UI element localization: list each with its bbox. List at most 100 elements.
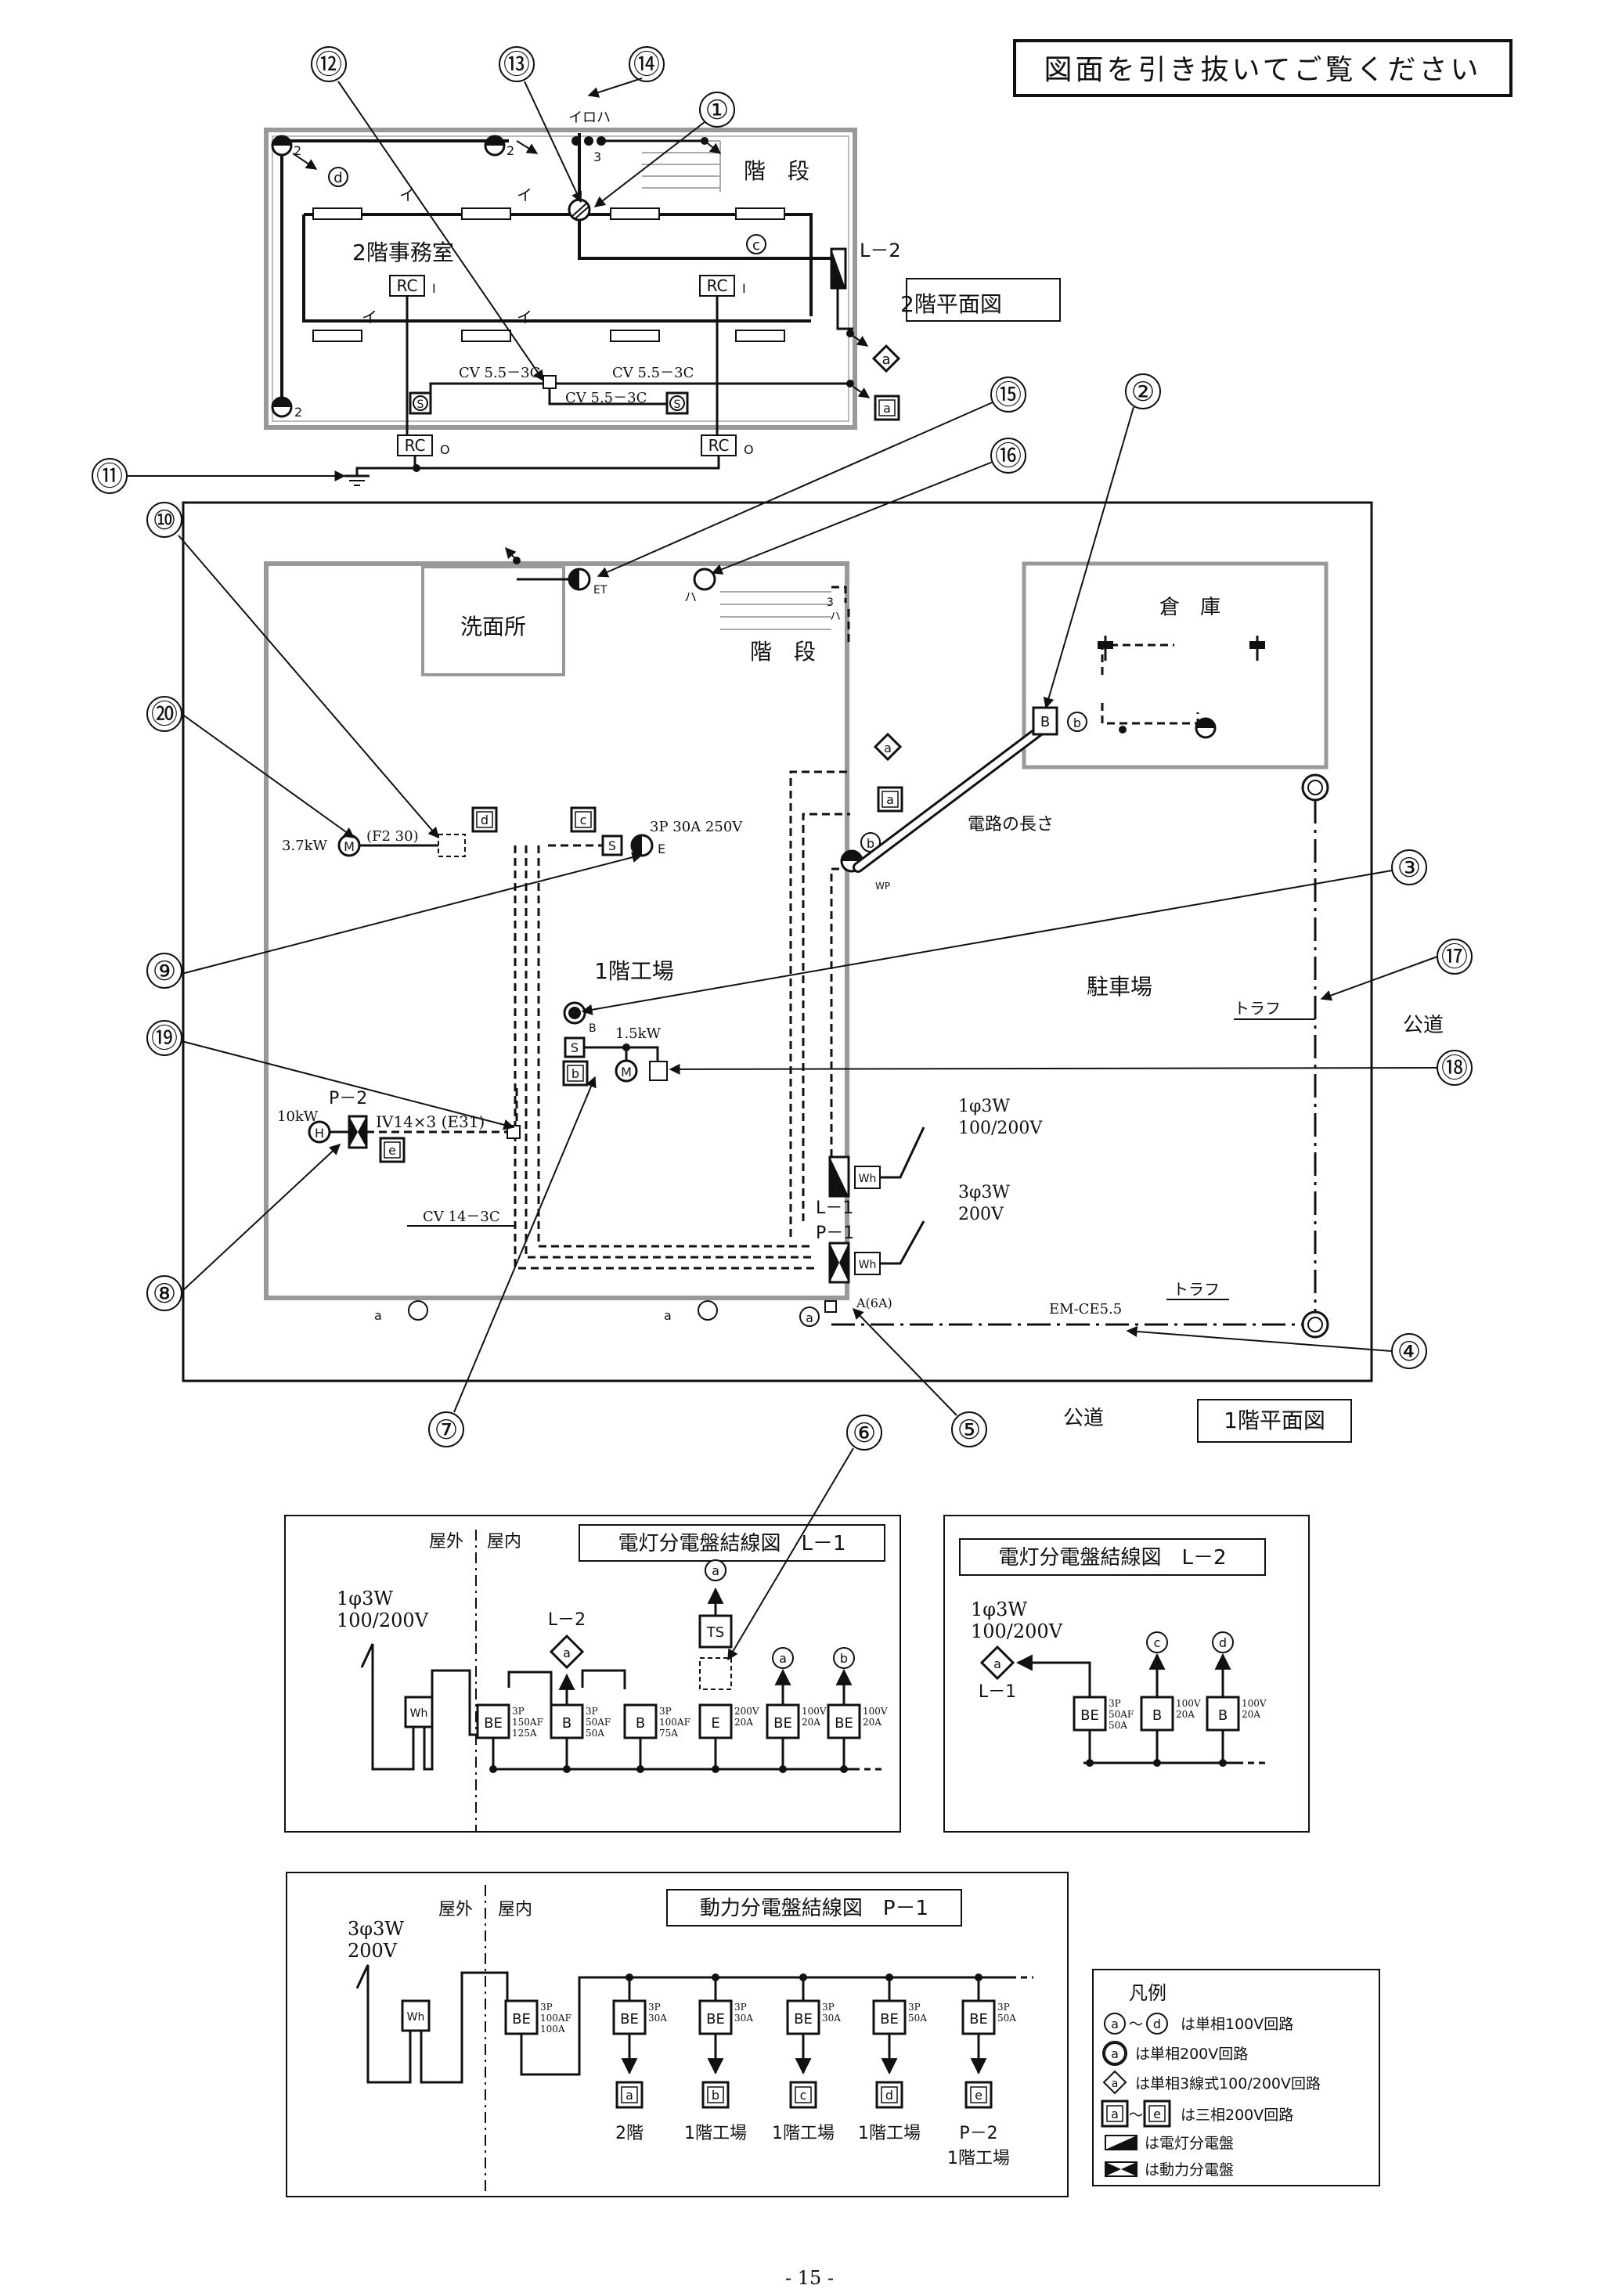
l1-out-b (833, 1647, 855, 1669)
l1-wh-text: Wh (410, 1707, 428, 1720)
l2-breaker-spec: 20A (1176, 1709, 1195, 1720)
box-a-floor2: a (883, 401, 891, 416)
callout-9 (146, 953, 182, 989)
wash-room (421, 565, 565, 676)
fluor-label-2: イ (517, 186, 532, 204)
factory-walls (264, 561, 849, 1300)
fluor-label-1: イ (399, 186, 415, 204)
leader-line (1320, 956, 1438, 1001)
rc-suffix-1: I (432, 281, 436, 296)
s-switch-2: S (674, 398, 681, 411)
legend-circle-a (1104, 2013, 1126, 2035)
circle-c: c (752, 237, 760, 254)
l1-supply: 1φ3W (337, 1588, 393, 1609)
p1-breaker-0 (612, 1999, 647, 2035)
box-b-1f: b (571, 1066, 579, 1081)
rc-label-3: RC (405, 436, 426, 455)
callout-text-15: ⑮ (995, 380, 1022, 411)
p1-breaker-type-4: BE (969, 2011, 988, 2027)
rc-suffix-4: O (744, 442, 754, 457)
site-boundary (182, 501, 1373, 1382)
l2-from-l1-label: L－1 (979, 1682, 1016, 1702)
supply-1v: 100/200V (958, 1119, 1043, 1138)
callout-text-16: ⑯ (995, 441, 1022, 472)
p1-out-b-text: b (712, 2088, 719, 2103)
callout-7 (428, 1411, 464, 1447)
l2-title: 電灯分電盤結線図 L－2 (998, 1546, 1226, 1570)
callout-text-3: ③ (1397, 852, 1421, 884)
p1-breaker-type-main: BE (512, 2011, 531, 2027)
cv-cable-1: CV 5.5－3C (459, 365, 540, 381)
f2-label: (F2 30) (366, 828, 419, 845)
l2-from-l1-diamond (979, 1645, 1015, 1681)
l1-out-a (772, 1647, 794, 1669)
capacitor-icon (649, 1061, 668, 1081)
callout-10 (146, 502, 182, 538)
p1-breaker-type-0: BE (620, 2011, 639, 2027)
panel-l2-label: L－2 (860, 240, 901, 261)
circle-b-1: b (867, 836, 874, 851)
l1-breaker-spec: 20A (863, 1717, 882, 1728)
leader-line (524, 81, 582, 204)
p1-out-a-text: a (626, 2088, 633, 2103)
legend-box-a-text: a (1111, 2107, 1119, 2121)
outlet-suffix-1: 2 (294, 143, 301, 158)
floor1-title: 1階平面図 (1224, 1408, 1325, 1433)
circle-a-1: a (374, 1308, 382, 1323)
circle-d: d (333, 170, 342, 186)
p1-breaker-type-1: BE (706, 2011, 725, 2027)
p1-outdoor: 屋外 (438, 1900, 473, 1919)
l2-breaker-spec: 20A (1242, 1709, 1260, 1720)
l1-breaker-spec: 100V (802, 1706, 827, 1717)
panel-p1-label: P－1 (816, 1224, 854, 1243)
rc-suffix-2: I (742, 281, 746, 296)
handhole (1301, 1310, 1329, 1339)
l1-breaker-3 (698, 1703, 733, 1739)
b-mark: B (589, 1022, 597, 1035)
heater-label: 10kW (277, 1108, 319, 1125)
motor-37-label: 3.7kW (282, 838, 328, 854)
p1-dest-2: 1階工場 (772, 2124, 835, 2143)
legend: 凡例 a～daaa～eは単相100V回路は単相200V回路は単相3線式100/2… (1092, 1969, 1380, 2186)
legend-diamond-text: a (1112, 2078, 1119, 2090)
cv-cable-label: CV 14－3C (423, 1209, 500, 1225)
p1-indoor: 屋内 (498, 1900, 532, 1919)
legend-dcircle-a (1104, 2042, 1126, 2064)
l1-out-a200-text: a (712, 1563, 719, 1578)
callout-text-14: ⑭ (633, 49, 660, 81)
outlet-suffix-2: 2 (507, 143, 514, 158)
callout-text-18: ⑱ (1441, 1053, 1468, 1084)
callout-16 (990, 438, 1026, 474)
callout-text-6: ⑥ (853, 1418, 876, 1449)
warehouse-walls (1022, 561, 1329, 770)
legend-circle-a-text: a (1111, 2017, 1119, 2031)
p1-dest-3: 1階工場 (858, 2124, 921, 2143)
fluor-label-4: イ (517, 308, 532, 326)
callout-text-5: ⑤ (957, 1415, 981, 1446)
p1-voltage: 200V (348, 1940, 398, 1962)
circuit-length-label: 電路の長さ (968, 815, 1054, 834)
p1-breaker-type-3: BE (880, 2011, 899, 2027)
p1-breaker-spec: 3P (908, 2002, 921, 2013)
l1-breaker-spec: 20A (802, 1717, 820, 1728)
legend-tilde: ～ (1129, 2017, 1143, 2033)
l1-outdoor: 屋外 (429, 1532, 463, 1552)
callout-text-10: ⑩ (153, 505, 176, 536)
l2-voltage: 100/200V (971, 1620, 1063, 1642)
circle-b-2: b (1073, 715, 1081, 730)
leader-line (593, 121, 705, 207)
panel-p2-label: P－2 (329, 1089, 367, 1108)
three-label: 3 (827, 597, 834, 609)
l2-breaker-spec: 100V (1176, 1698, 1201, 1709)
road-east-label: 公道 (1403, 1014, 1444, 1037)
parking-label: 駐車場 (1087, 974, 1152, 1000)
floor1-stairs-label: 階 段 (750, 639, 816, 665)
fluor-label-3: イ (362, 308, 377, 326)
leader-line (1043, 406, 1134, 709)
floor2-title: 2階平面図 (900, 291, 1002, 317)
callout-text-17: ⑰ (1441, 942, 1468, 973)
outlet-3p-label: 3P 30A 250V (650, 819, 743, 835)
warehouse-label: 倉 庫 (1159, 596, 1220, 619)
p1-dest2-4: 1階工場 (947, 2149, 1010, 2168)
